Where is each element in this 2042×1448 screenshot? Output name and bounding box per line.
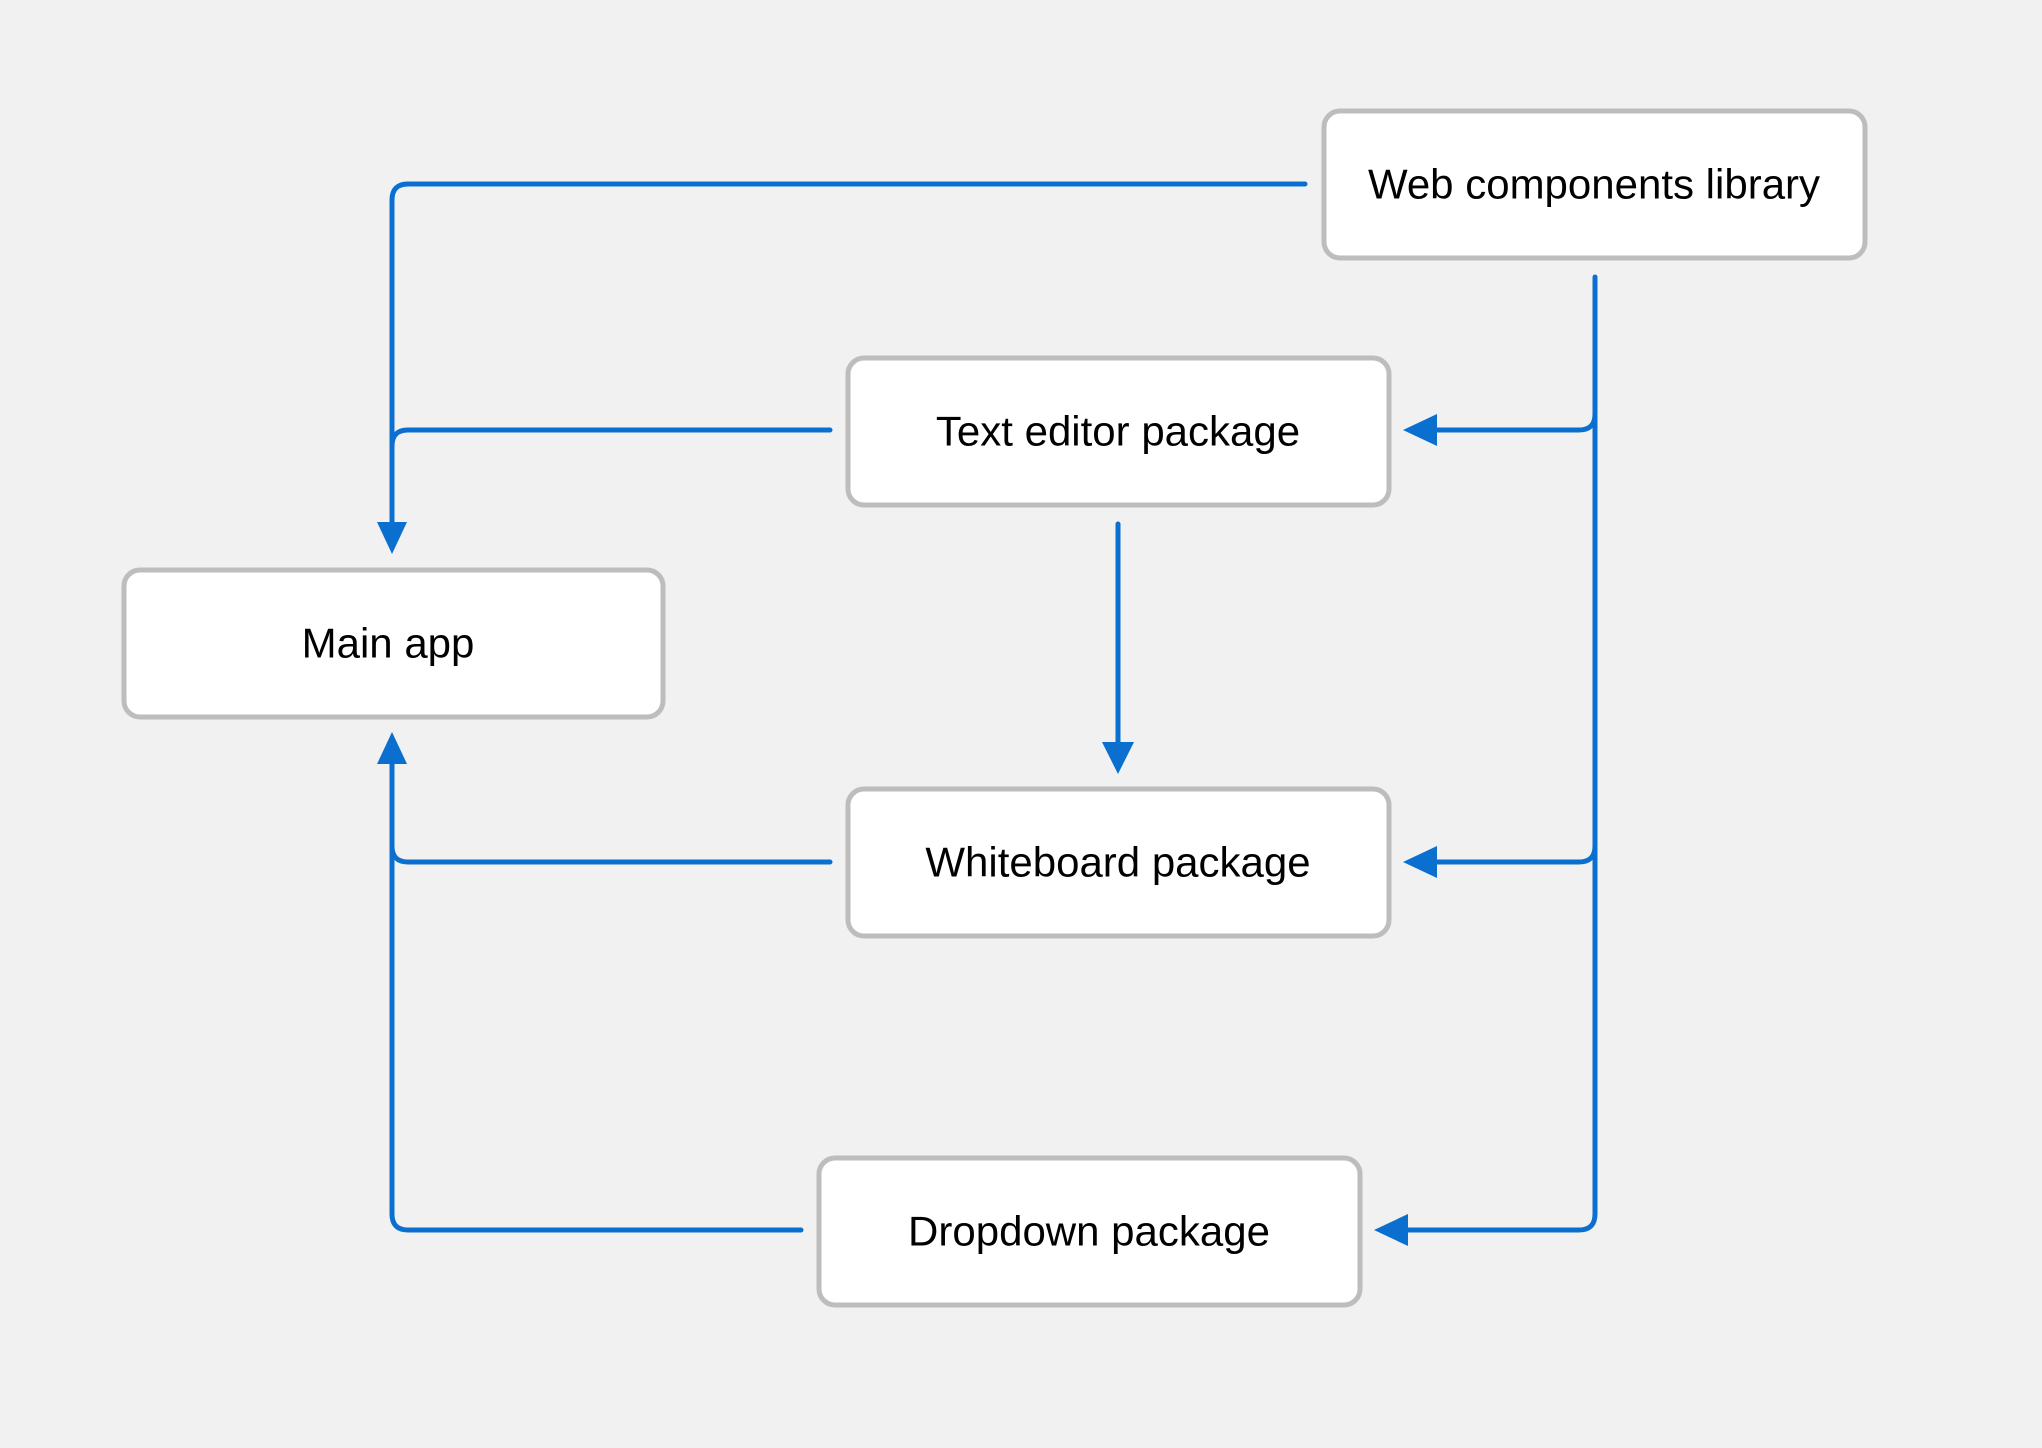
node-text-editor-package: Text editor package [845, 355, 1392, 508]
node-label: Main app [302, 620, 475, 667]
node-web-components-library: Web components library [1321, 108, 1868, 261]
edge-whiteboard-to-main-app [389, 843, 833, 865]
edge-web-components-trunk [1405, 274, 1598, 1233]
node-whiteboard-package: Whiteboard package [845, 786, 1392, 939]
node-label: Web components library [1368, 161, 1820, 208]
node-label: Whiteboard package [925, 839, 1310, 886]
arrowhead-web-components-to-whiteboard [1403, 846, 1437, 878]
edge-web-components-to-text-editor [1429, 411, 1598, 433]
arrowhead-dropdown-to-main-app [377, 732, 407, 764]
node-label: Dropdown package [908, 1208, 1270, 1255]
node-dropdown-package: Dropdown package [816, 1155, 1363, 1308]
node-box [845, 786, 1392, 939]
edge-dropdown-to-main-app [389, 759, 804, 1233]
node-box [816, 1155, 1363, 1308]
arrowhead-web-components-to-main-app [377, 522, 407, 554]
node-main-app: Main app [121, 567, 666, 720]
arrowhead-web-components-to-text-editor [1403, 414, 1437, 446]
arrowhead-web-components-to-dropdown [1374, 1214, 1408, 1246]
edges [377, 181, 1598, 1246]
node-box [121, 567, 666, 720]
node-box [845, 355, 1392, 508]
arrowhead-text-editor-to-whiteboard [1102, 742, 1134, 774]
node-box [1321, 108, 1868, 261]
edge-web-components-to-main-app [389, 181, 1308, 525]
node-label: Text editor package [936, 408, 1300, 455]
edge-web-components-to-whiteboard [1429, 843, 1598, 865]
edge-text-editor-to-main-app [389, 427, 833, 449]
